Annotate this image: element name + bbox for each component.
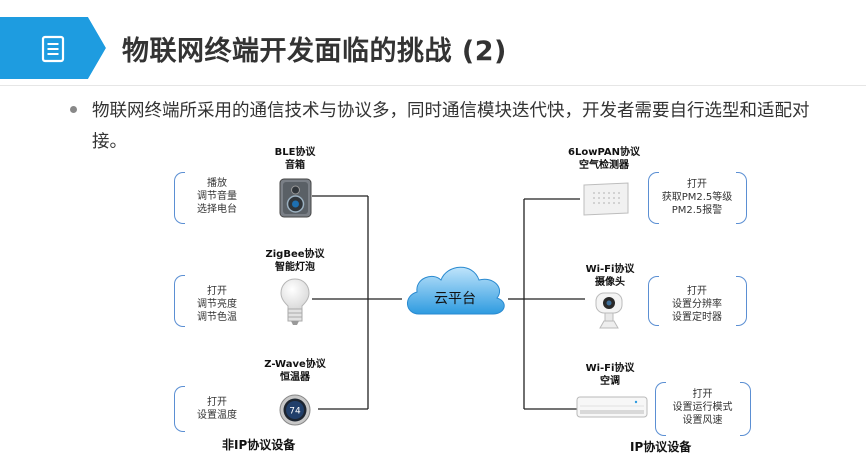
camera-cmd-on: 打开 bbox=[687, 286, 707, 297]
right-brace-camera bbox=[736, 276, 747, 326]
right-brace-camera-open bbox=[648, 276, 659, 326]
ip-label: IP协议设备 bbox=[630, 440, 692, 454]
document-icon bbox=[41, 35, 65, 63]
bullet-text: 物联网终端所采用的通信技术与协议多，同时通信模块迭代快，开发者需要自行选型和适配… bbox=[92, 101, 810, 152]
camera-cmd-timer: 设置定时器 bbox=[672, 312, 722, 323]
camera-icon bbox=[595, 292, 623, 329]
thermostat-reading: 74 bbox=[289, 407, 301, 417]
bulb-cmd-colortemp: 调节色温 bbox=[197, 312, 237, 323]
non-ip-label: 非IP协议设备 bbox=[222, 438, 296, 452]
bulb-cmd-on: 打开 bbox=[207, 286, 227, 297]
air-monitor-label: 空气检测器 bbox=[579, 160, 629, 171]
thermostat-label: 恒温器 bbox=[280, 372, 310, 383]
ac-label: 空调 bbox=[600, 376, 620, 387]
left-brace-speaker bbox=[174, 172, 185, 224]
thermostat-icon: 74 bbox=[279, 394, 311, 426]
thermostat-cmd-temp: 设置温度 bbox=[197, 410, 237, 421]
air-cmd-pm25: 获取PM2.5等级 bbox=[661, 192, 733, 203]
speaker-cmd-play: 播放 bbox=[207, 178, 227, 189]
camera-cmd-resolution: 设置分辨率 bbox=[672, 299, 722, 310]
right-brace-air-monitor-open bbox=[648, 172, 659, 224]
thermostat-cmd-on: 打开 bbox=[207, 397, 227, 408]
speaker-cmd-volume: 调节音量 bbox=[197, 191, 237, 202]
zigbee-title: ZigBee协议 bbox=[265, 249, 325, 260]
left-brace-bulb bbox=[174, 275, 185, 327]
bulb-label: 智能灯泡 bbox=[275, 262, 315, 273]
right-brace-ac-open bbox=[655, 382, 666, 436]
ac-cmd-fan: 设置风速 bbox=[682, 415, 723, 426]
zwave-title: Z-Wave协议 bbox=[264, 359, 326, 370]
air-monitor-icon bbox=[583, 182, 629, 216]
cloud-label: 云平台 bbox=[434, 291, 476, 307]
left-brace-thermostat bbox=[174, 386, 185, 432]
air-cmd-on: 打开 bbox=[687, 179, 707, 190]
air-cmd-alarm: PM2.5报警 bbox=[671, 205, 723, 216]
page-title: 物联网终端开发面临的挑战 (2) bbox=[122, 36, 507, 67]
bulb-cmd-brightness: 调节亮度 bbox=[197, 299, 237, 310]
speaker-cmd-station: 选择电台 bbox=[197, 204, 237, 215]
bullet-marker bbox=[70, 106, 77, 113]
right-brace-air-monitor bbox=[736, 172, 747, 224]
bulb-icon bbox=[280, 278, 310, 325]
speaker-label: 音箱 bbox=[285, 160, 305, 171]
camera-label: 摄像头 bbox=[595, 277, 625, 288]
header-divider bbox=[0, 85, 866, 86]
ac-cmd-on: 打开 bbox=[692, 389, 713, 400]
wifi-ac-title: Wi-Fi协议 bbox=[585, 363, 635, 374]
wifi-camera-title: Wi-Fi协议 bbox=[585, 264, 635, 275]
cloud-icon bbox=[407, 266, 505, 315]
ble-title: BLE协议 bbox=[274, 147, 316, 158]
6lowpan-title: 6LowPAN协议 bbox=[568, 147, 640, 158]
ac-cmd-mode: 设置运行模式 bbox=[672, 402, 733, 413]
right-brace-ac bbox=[740, 382, 751, 436]
air-conditioner-icon bbox=[576, 396, 648, 418]
speaker-icon bbox=[279, 178, 312, 218]
